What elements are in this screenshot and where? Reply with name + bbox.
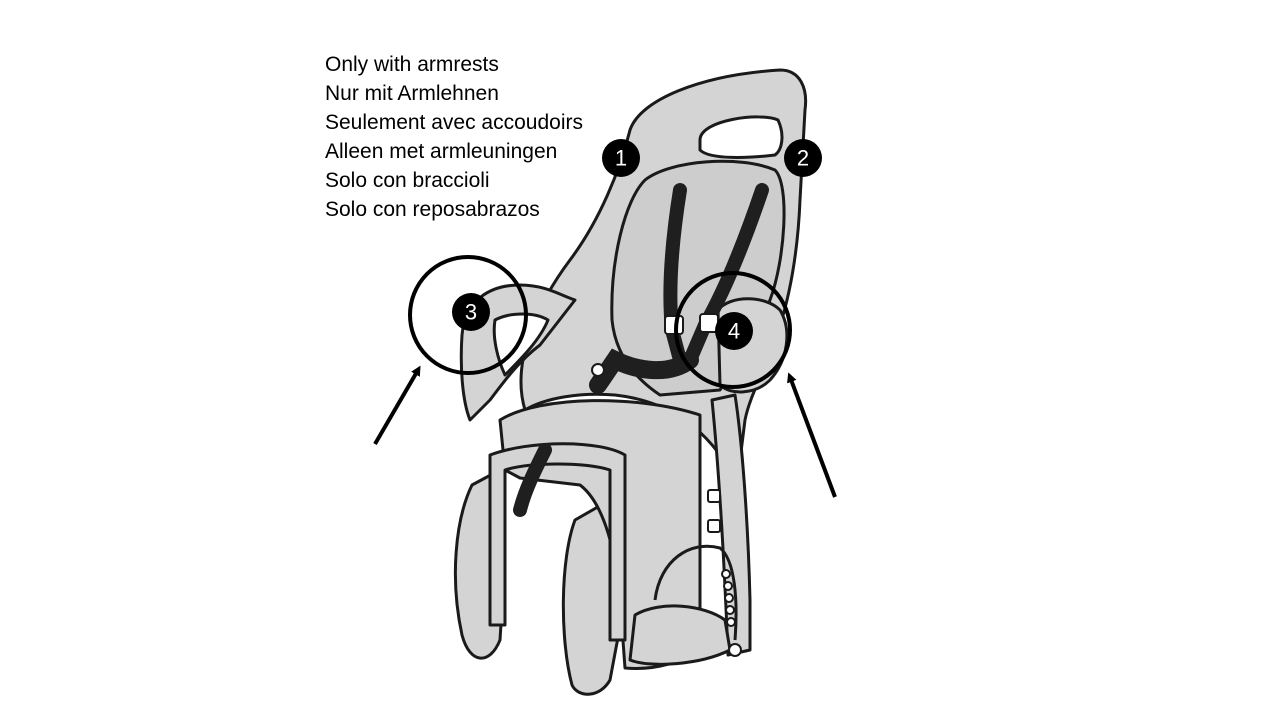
caption-line-french: Seulement avec accoudoirs — [325, 110, 583, 134]
highlight-circle-left-armrest — [408, 255, 528, 375]
marker-2-label: 2 — [797, 146, 809, 171]
strap-adjustment-holes — [721, 569, 742, 657]
marker-1: 1 — [602, 139, 640, 177]
harness-buckles — [591, 313, 719, 377]
marker-4-label: 4 — [728, 319, 740, 344]
caption-line-italian: Solo con braccioli — [325, 168, 490, 192]
marker-3-label: 3 — [465, 300, 477, 325]
marker-4: 4 — [715, 312, 753, 350]
footrest — [628, 604, 732, 666]
foot-strap — [653, 544, 738, 641]
caption-line-english: Only with armrests — [325, 53, 499, 76]
arrow-left — [373, 365, 421, 446]
lap-strap — [513, 443, 552, 517]
side-support-post — [710, 393, 752, 657]
caption-line-dutch: Alleen met armleuningen — [325, 139, 558, 163]
marker-1-label: 1 — [615, 146, 627, 171]
post-slots — [707, 489, 721, 533]
caption-line-spanish: Solo con reposabrazos — [325, 197, 540, 221]
crotch-strap — [589, 348, 699, 394]
headrest-opening — [698, 115, 784, 159]
arrow-right — [787, 372, 837, 498]
caption-line-german: Nur mit Armlehnen — [325, 81, 499, 105]
marker-3: 3 — [452, 293, 490, 331]
multilingual-caption: Only with armrests Nur mit Armlehnen Seu… — [325, 51, 583, 224]
marker-2: 2 — [784, 139, 822, 177]
highlight-circle-right-armrest — [674, 271, 792, 389]
